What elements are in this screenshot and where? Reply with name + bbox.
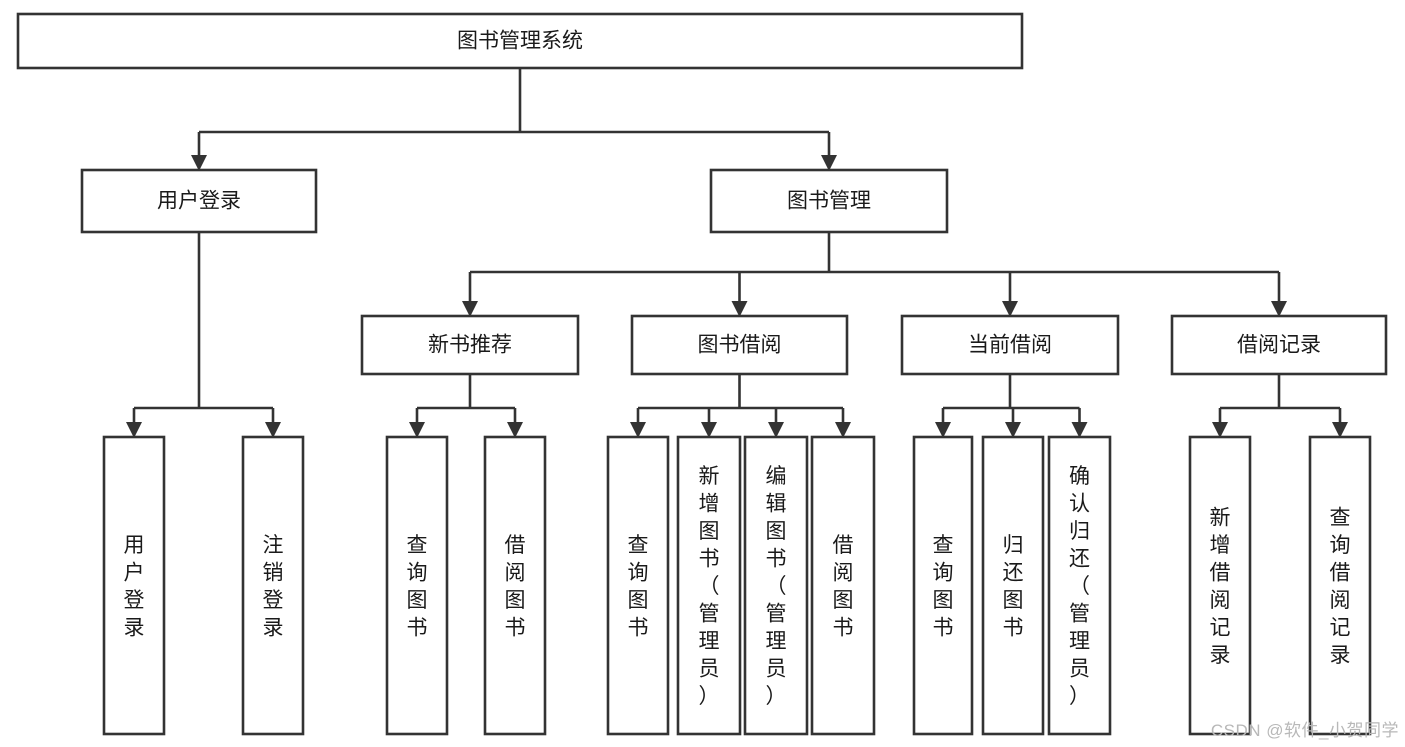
node-root[interactable]: 图书管理系统: [16, 12, 1024, 70]
node-leaf6[interactable]: 新增图书（管理员）: [676, 435, 742, 736]
node-label: 图书借阅: [698, 334, 782, 357]
node-label: 归还图书: [1003, 534, 1024, 640]
node-box[interactable]: [16, 12, 1024, 70]
node-label: 图书管理系统: [457, 30, 583, 53]
node-box[interactable]: [385, 435, 449, 736]
node-leaf9[interactable]: 查询图书: [912, 435, 974, 736]
node-leaf8[interactable]: 借阅图书: [810, 435, 876, 736]
arrow-head-icon: [1005, 422, 1021, 438]
node-box[interactable]: [676, 435, 742, 736]
node-box[interactable]: [709, 168, 949, 234]
node-label: 新书推荐: [428, 334, 512, 357]
arrow-head-icon: [1002, 301, 1018, 317]
node-box[interactable]: [80, 168, 318, 234]
arrow-head-icon: [701, 422, 717, 438]
connector-group: [191, 68, 837, 171]
arrow-head-icon: [935, 422, 951, 438]
node-borrow[interactable]: 图书借阅: [630, 314, 849, 376]
arrow-head-icon: [1332, 422, 1348, 438]
connector-group: [935, 374, 1088, 438]
node-bookmgmt[interactable]: 图书管理: [709, 168, 949, 234]
node-label: 用户登录: [157, 190, 241, 213]
connector-layer: [126, 68, 1348, 438]
node-leaf12[interactable]: 新增借阅记录: [1188, 435, 1252, 736]
node-label: 查询借阅记录: [1330, 506, 1351, 667]
arrow-head-icon: [507, 422, 523, 438]
connector-group: [630, 374, 851, 438]
node-label: 当前借阅: [968, 334, 1052, 357]
node-box[interactable]: [483, 435, 547, 736]
arrow-head-icon: [462, 301, 478, 317]
node-box[interactable]: [630, 314, 849, 376]
node-label: 新增借阅记录: [1210, 506, 1231, 667]
node-box[interactable]: [743, 435, 809, 736]
node-login[interactable]: 用户登录: [80, 168, 318, 234]
arrow-head-icon: [1071, 422, 1088, 438]
connector-group: [409, 374, 523, 438]
node-box[interactable]: [1188, 435, 1252, 736]
node-leaf2[interactable]: 注销登录: [241, 435, 305, 736]
node-box[interactable]: [900, 314, 1120, 376]
node-box[interactable]: [1170, 314, 1388, 376]
node-label: 新增图书（管理员）: [699, 465, 720, 708]
arrow-head-icon: [731, 301, 748, 317]
node-newbook[interactable]: 新书推荐: [360, 314, 580, 376]
node-label: 确认归还（管理员）: [1069, 465, 1090, 708]
node-box[interactable]: [1308, 435, 1372, 736]
node-leaf1[interactable]: 用户登录: [102, 435, 166, 736]
arrow-head-icon: [409, 422, 425, 438]
node-leaf5[interactable]: 查询图书: [606, 435, 670, 736]
arrow-head-icon: [768, 422, 784, 438]
node-box[interactable]: [606, 435, 670, 736]
node-label: 查询图书: [933, 534, 954, 640]
node-leaf3[interactable]: 查询图书: [385, 435, 449, 736]
node-label: 编辑图书（管理员）: [766, 465, 787, 708]
arrow-head-icon: [1212, 422, 1228, 438]
node-box[interactable]: [981, 435, 1045, 736]
node-layer: 图书管理系统用户登录图书管理新书推荐图书借阅当前借阅借阅记录用户登录注销登录查询…: [16, 12, 1388, 736]
connector-group: [126, 232, 281, 438]
node-box[interactable]: [810, 435, 876, 736]
node-box[interactable]: [360, 314, 580, 376]
node-leaf13[interactable]: 查询借阅记录: [1308, 435, 1372, 736]
node-record[interactable]: 借阅记录: [1170, 314, 1388, 376]
arrow-head-icon: [821, 155, 837, 171]
arrow-head-icon: [265, 422, 281, 438]
node-leaf4[interactable]: 借阅图书: [483, 435, 547, 736]
node-label: 借阅图书: [833, 534, 854, 640]
node-leaf11[interactable]: 确认归还（管理员）: [1047, 435, 1112, 736]
node-label: 借阅记录: [1237, 334, 1321, 357]
arrow-head-icon: [1271, 301, 1287, 317]
node-leaf10[interactable]: 归还图书: [981, 435, 1045, 736]
node-label: 查询图书: [628, 534, 649, 640]
node-label: 用户登录: [124, 534, 145, 640]
arrow-head-icon: [630, 422, 646, 438]
node-current[interactable]: 当前借阅: [900, 314, 1120, 376]
node-label: 查询图书: [407, 534, 428, 640]
node-box[interactable]: [912, 435, 974, 736]
node-label: 图书管理: [787, 190, 871, 213]
node-box[interactable]: [102, 435, 166, 736]
arrow-head-icon: [126, 422, 142, 438]
arrow-head-icon: [835, 422, 851, 438]
node-label: 借阅图书: [505, 534, 526, 640]
connector-group: [1212, 374, 1348, 438]
arrow-head-icon: [191, 155, 207, 171]
node-label: 注销登录: [263, 534, 284, 640]
node-box[interactable]: [241, 435, 305, 736]
connector-group: [462, 232, 1287, 317]
node-box[interactable]: [1047, 435, 1112, 736]
node-leaf7[interactable]: 编辑图书（管理员）: [743, 435, 809, 736]
